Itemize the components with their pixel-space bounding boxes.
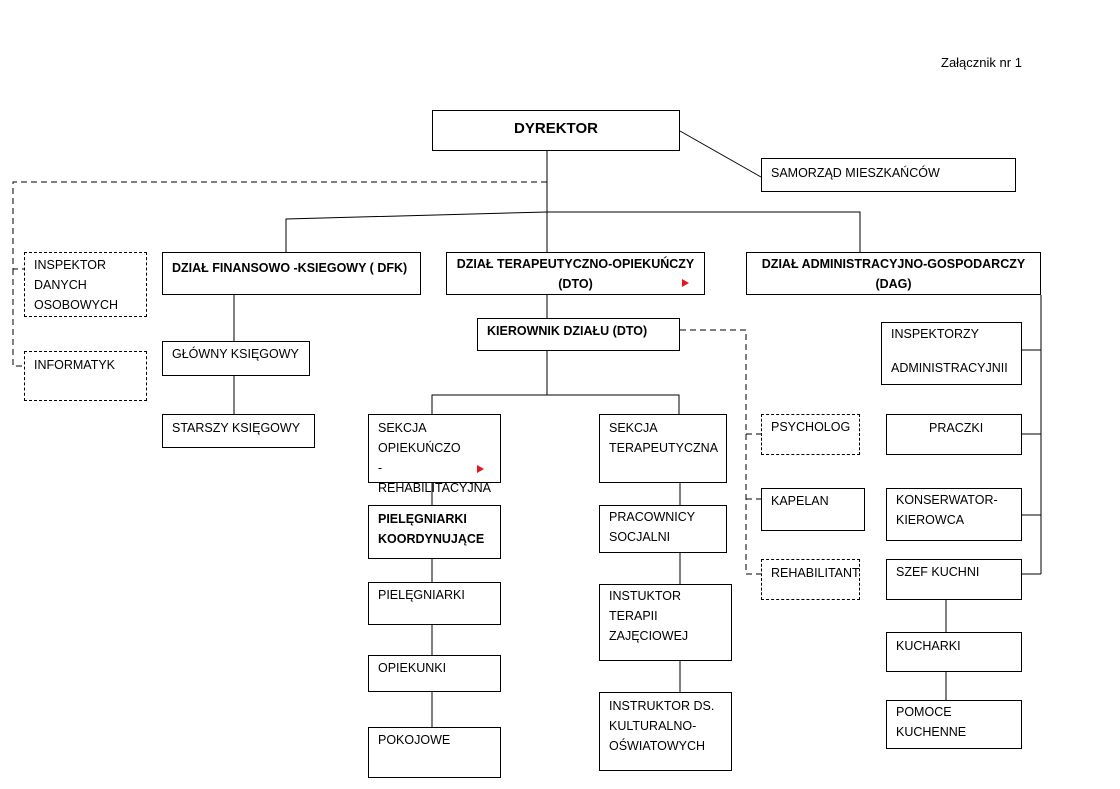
- box-samorzad-mieszkancow: SAMORZĄD MIESZKAŃCÓW: [761, 158, 1016, 192]
- box-sekcja-opiekunczo-rehabilitacyjna: SEKCJA OPIEKUŃCZO -REHABILITACYJNA: [368, 414, 501, 495]
- box-instruktor-kulturalno-oswiatowych: INSTRUKTOR DS. KULTURALNO- OŚWIATOWYCH: [599, 692, 732, 771]
- box-instruktor-terapii-zajeciowej: INSTUKTOR TERAPII ZAJĘCIOWEJ: [599, 584, 732, 661]
- box-rehabilitant: REHABILITANT: [761, 559, 860, 600]
- box-inspektor-danych-osobowych: INSPEKTOR DANYCH OSOBOWYCH: [24, 252, 147, 317]
- box-dzial-dto: DZIAŁ TERAPEUTYCZNO-OPIEKUŃCZY (DTO): [446, 252, 705, 295]
- annex-label: Załącznik nr 1: [941, 55, 1022, 70]
- box-pielegniarki: PIELĘGNIARKI: [368, 582, 501, 625]
- box-kierownik-dzialu-dto: KIEROWNIK DZIAŁU (DTO): [477, 318, 680, 351]
- box-kucharki: KUCHARKI: [886, 632, 1022, 672]
- red-marker-icon: [682, 279, 689, 287]
- box-szef-kuchni: SZEF KUCHNI: [886, 559, 1022, 600]
- box-dzial-dfk: DZIAŁ FINANSOWO -KSIEGOWY ( DFK): [162, 252, 421, 295]
- box-pokojowe: POKOJOWE: [368, 727, 501, 778]
- box-glowny-ksiegowy: GŁÓWNY KSIĘGOWY: [162, 341, 310, 376]
- box-starszy-ksiegowy: STARSZY KSIĘGOWY: [162, 414, 315, 448]
- box-inspektorzy-administracyjni: INSPEKTORZY ADMINISTRACYJNII: [881, 322, 1022, 385]
- box-informatyk: INFORMATYK: [24, 351, 147, 401]
- box-praczki: PRACZKI: [886, 414, 1022, 455]
- box-psycholog: PSYCHOLOG: [761, 414, 860, 455]
- box-dyrektor: DYREKTOR: [432, 110, 680, 151]
- box-pielegniarki-koordynujace: PIELĘGNIARKI KOORDYNUJĄCE: [368, 505, 501, 559]
- box-dzial-dag: DZIAŁ ADMINISTRACYJNO-GOSPODARCZY (DAG): [746, 252, 1041, 295]
- box-opiekunki: OPIEKUNKI: [368, 655, 501, 692]
- box-pracownicy-socjalni: PRACOWNICY SOCJALNI: [599, 505, 727, 553]
- red-marker-icon: [477, 465, 484, 473]
- box-kapelan: KAPELAN: [761, 488, 865, 531]
- box-sekcja-terapeutyczna: SEKCJA TERAPEUTYCZNA: [599, 414, 727, 483]
- box-konserwator-kierowca: KONSERWATOR- KIEROWCA: [886, 488, 1022, 541]
- box-pomoce-kuchenne: POMOCE KUCHENNE: [886, 700, 1022, 749]
